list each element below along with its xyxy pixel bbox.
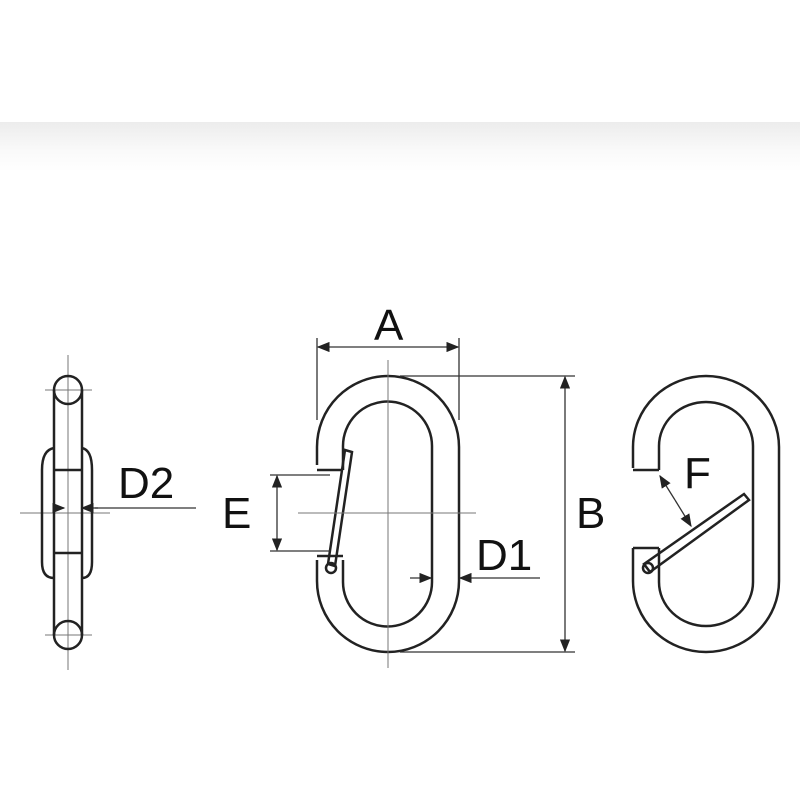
label-e: E xyxy=(222,489,251,538)
label-d1: D1 xyxy=(476,531,532,580)
front-view xyxy=(270,338,575,668)
side-view xyxy=(20,355,196,670)
label-d2: D2 xyxy=(118,459,174,508)
gate-view xyxy=(631,374,781,654)
label-f: F xyxy=(684,449,711,498)
label-a: A xyxy=(374,301,404,350)
header-shadow-band xyxy=(0,122,800,172)
label-b: B xyxy=(576,489,605,538)
